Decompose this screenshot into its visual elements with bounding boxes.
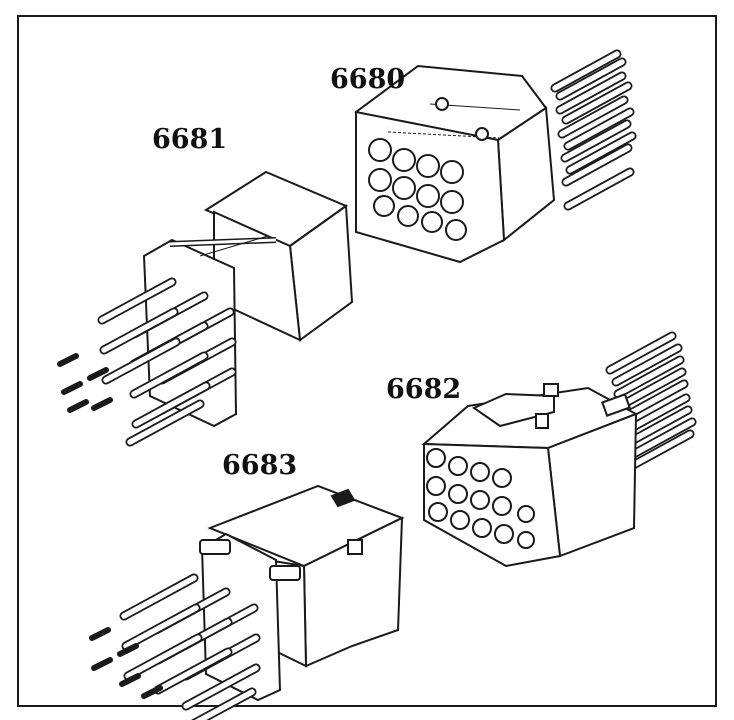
connector-6683 [92, 484, 405, 720]
connector-6680 [354, 54, 632, 264]
figure-frame [17, 15, 717, 707]
cavities-6680 [368, 138, 467, 241]
pins-6680 [555, 54, 632, 206]
label-6682: 6682 [386, 374, 461, 405]
label-6680: 6680 [330, 64, 405, 95]
cavities-6682 [426, 448, 535, 549]
label-6681: 6681 [152, 124, 227, 155]
latch-nub-6680 [435, 97, 449, 111]
label-6683: 6683 [222, 450, 297, 481]
connector-6681 [60, 170, 354, 442]
connector-6682 [421, 336, 692, 568]
latch-6682 [471, 392, 555, 428]
pin-stubs-6681 [60, 356, 110, 410]
latch-tab-6683 [330, 488, 356, 508]
latch-nub-6680-b [475, 127, 489, 141]
